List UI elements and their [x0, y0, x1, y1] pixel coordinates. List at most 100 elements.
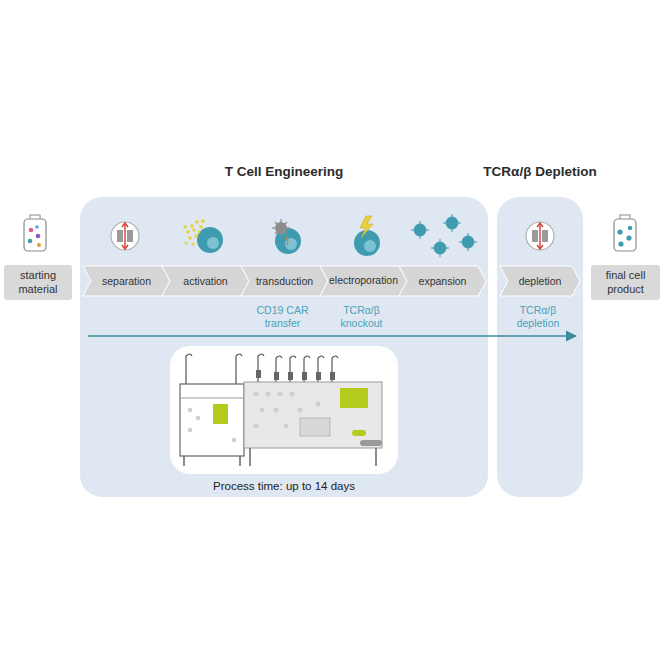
art-stroke	[197, 227, 223, 253]
art-stroke	[298, 408, 303, 413]
step-note: TCRα/β depletion	[502, 304, 574, 330]
art-stroke	[539, 224, 540, 248]
art-stroke	[192, 243, 195, 246]
step-label: transduction	[249, 266, 320, 296]
chevron-outline	[162, 266, 249, 296]
art-stroke	[354, 230, 380, 256]
step-note: CD19 CAR transfer	[243, 304, 322, 330]
art-stroke	[302, 372, 307, 380]
art-stroke	[272, 219, 290, 237]
art-stroke	[249, 448, 251, 466]
output-box: final cell product	[591, 265, 660, 300]
art-stroke	[286, 237, 288, 245]
art-stroke	[274, 372, 279, 380]
art-stroke	[256, 370, 335, 380]
art-stroke	[232, 438, 237, 443]
art-stroke	[186, 354, 192, 356]
art-stroke	[213, 404, 228, 424]
machine-frame	[170, 346, 398, 474]
step-note: TCRα/β knockout	[322, 304, 401, 330]
art-stroke	[537, 223, 543, 249]
art-stroke	[526, 222, 554, 250]
art-stroke	[127, 230, 133, 242]
art-stroke	[332, 356, 338, 358]
box-label: starting material	[8, 269, 68, 295]
chevron-outline	[83, 266, 170, 296]
art-stroke	[185, 242, 188, 245]
art-stroke	[330, 372, 335, 380]
art-stroke	[626, 235, 631, 240]
art-stroke	[352, 430, 366, 436]
art-stroke	[275, 222, 287, 234]
bag-icon	[24, 215, 46, 251]
transduction-icon	[272, 219, 301, 254]
art-stroke	[183, 225, 187, 229]
art-stroke	[288, 372, 293, 380]
timeline-arrow	[88, 335, 576, 337]
art-stroke	[443, 223, 461, 224]
art-stroke	[254, 424, 259, 429]
art-stroke	[318, 356, 324, 358]
art-stroke	[180, 384, 244, 456]
art-stroke	[188, 236, 192, 240]
step-label: depletion	[508, 266, 572, 296]
step-label: electroporation	[328, 266, 399, 296]
chevron-outline	[399, 266, 486, 296]
art-stroke	[411, 230, 429, 231]
art-stroke	[274, 408, 279, 413]
caption-label: Process time: up to 14 days	[170, 480, 398, 492]
art-stroke	[239, 456, 241, 466]
art-stroke	[375, 448, 377, 466]
step-label: expansion	[407, 266, 478, 296]
art-stroke	[360, 440, 382, 446]
art-stroke	[207, 237, 219, 249]
separation-icon	[111, 222, 139, 250]
art-stroke	[244, 382, 382, 448]
art-stroke	[256, 370, 261, 378]
art-stroke	[276, 356, 282, 358]
art-stroke	[300, 418, 330, 436]
chevron-outline	[241, 266, 328, 296]
art-stroke	[199, 225, 203, 229]
panel-heading: T Cell Engineering	[225, 164, 344, 179]
activation-icon	[183, 219, 223, 253]
art-stroke	[28, 239, 33, 244]
art-stroke	[285, 238, 297, 250]
electroporation-icon	[354, 216, 380, 256]
art-stroke	[266, 392, 271, 397]
art-stroke	[195, 220, 199, 224]
art-stroke	[24, 219, 46, 251]
step-chevron: expansion	[399, 266, 486, 296]
art-stroke	[278, 392, 283, 397]
step-chevron: separation	[83, 266, 170, 296]
art-stroke	[35, 225, 39, 229]
art-stroke	[235, 356, 236, 384]
chevron-outline	[500, 266, 580, 296]
art-stroke	[186, 230, 190, 234]
art-stroke	[258, 354, 264, 356]
art-stroke	[628, 226, 632, 230]
art-stroke	[185, 356, 186, 384]
step-chevron: depletionTCRα/β depletion	[500, 266, 580, 296]
art-stroke	[275, 222, 287, 234]
art-stroke	[257, 356, 258, 382]
art-stroke	[122, 223, 128, 249]
art-stroke	[258, 354, 338, 382]
art-stroke	[183, 456, 185, 466]
art-stroke	[29, 228, 34, 233]
step-chevron: transductionCD19 CAR transfer	[241, 266, 328, 296]
art-stroke	[304, 356, 310, 358]
art-stroke	[36, 234, 41, 239]
step-chevron: electroporationTCRα/β knockout	[320, 266, 407, 296]
art-stroke	[290, 356, 296, 358]
art-stroke	[192, 228, 196, 232]
art-stroke	[124, 224, 125, 248]
art-stroke	[254, 392, 259, 397]
art-stroke	[111, 222, 139, 250]
bag-icon	[614, 215, 636, 251]
art-stroke	[188, 408, 193, 413]
art-stroke	[198, 231, 201, 234]
step-label: separation	[91, 266, 162, 296]
art-stroke	[364, 240, 376, 252]
